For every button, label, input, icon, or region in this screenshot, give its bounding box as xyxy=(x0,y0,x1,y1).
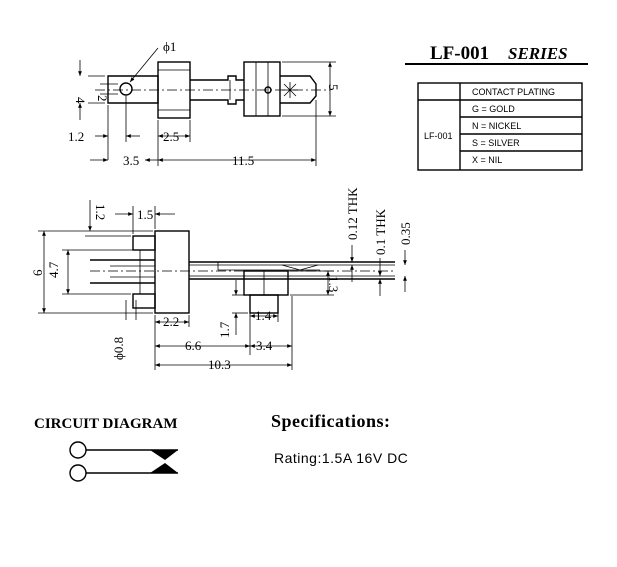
plating-option: N = NICKEL xyxy=(472,121,521,131)
terminal-icon xyxy=(69,441,87,459)
contact-housing xyxy=(243,61,281,117)
table-header: CONTACT PLATING xyxy=(472,87,555,97)
dim-total-length: 11.5 xyxy=(232,153,254,168)
table-row-label: LF-001 xyxy=(424,131,453,141)
dim-foot-width: 1.4 xyxy=(255,308,272,323)
dim-base-width: 2.2 xyxy=(163,314,179,329)
dim-pin-offset: 1.2 xyxy=(68,129,84,144)
series-model: LF-001 xyxy=(430,43,489,64)
plating-option: G = GOLD xyxy=(472,104,515,114)
spec-rating: Rating:1.5A 16V DC xyxy=(274,450,408,466)
series-suffix: SERIES xyxy=(508,44,568,63)
table-border xyxy=(417,82,583,171)
body-block xyxy=(157,61,191,119)
terminal-icon xyxy=(69,464,87,482)
dim-gap: 0.35 xyxy=(398,222,413,245)
contact-star-icon xyxy=(282,82,298,98)
contact-block xyxy=(243,270,289,296)
dim-pin-dia: ϕ0.8 xyxy=(111,337,126,360)
dim-hole-dia: ϕ1 xyxy=(163,39,176,54)
dim-overall-length: 10.3 xyxy=(208,357,231,372)
dim-pin-length: 6.6 xyxy=(185,338,202,353)
dim-contact-length: 3.4 xyxy=(256,338,273,353)
top-view: ϕ1 4 2 5 1.2 2.5 3.5 11.5 xyxy=(68,39,341,168)
dim-foot-height: 1.7 xyxy=(217,321,232,338)
dim-step-height: 1.3 xyxy=(326,276,341,292)
dim-right-height: 5 xyxy=(326,84,341,91)
dim-height: 4 xyxy=(73,97,88,104)
plating-option: X = NIL xyxy=(472,155,502,165)
side-view: 1.2 1.5 6 4.7 0.12 THK 0.1 THK 0.35 1.3 xyxy=(30,187,413,372)
dim-left-length: 3.5 xyxy=(123,153,139,168)
dim-thk-bottom: 0.1 THK xyxy=(373,208,388,255)
contact-arrow-icon xyxy=(150,463,178,473)
dim-top-offset: 1.2 xyxy=(93,204,108,220)
circuit-diagram: CIRCUIT DIAGRAM xyxy=(34,416,178,482)
contact-arrow-icon xyxy=(150,450,178,460)
spec-title: Specifications: xyxy=(271,411,391,431)
side-body xyxy=(154,230,190,314)
dim-inner-height: 2 xyxy=(95,95,110,102)
dim-total-height: 6 xyxy=(30,269,45,276)
plating-table: CONTACT PLATING LF-001 G = GOLD N = NICK… xyxy=(417,82,583,171)
contact-tip xyxy=(280,75,317,104)
circuit-title: CIRCUIT DIAGRAM xyxy=(34,416,177,432)
left-tab xyxy=(107,75,159,104)
dim-body-width: 2.5 xyxy=(163,129,179,144)
dim-inner-height: 4.7 xyxy=(46,261,61,278)
specifications: Specifications: Rating:1.5A 16V DC xyxy=(271,411,408,466)
series-title: LF-001 SERIES xyxy=(405,43,588,65)
dim-thk-top: 0.12 THK xyxy=(345,187,360,240)
dim-top-width: 1.5 xyxy=(137,207,153,222)
plating-option: S = SILVER xyxy=(472,138,520,148)
solder-hole xyxy=(119,82,133,96)
